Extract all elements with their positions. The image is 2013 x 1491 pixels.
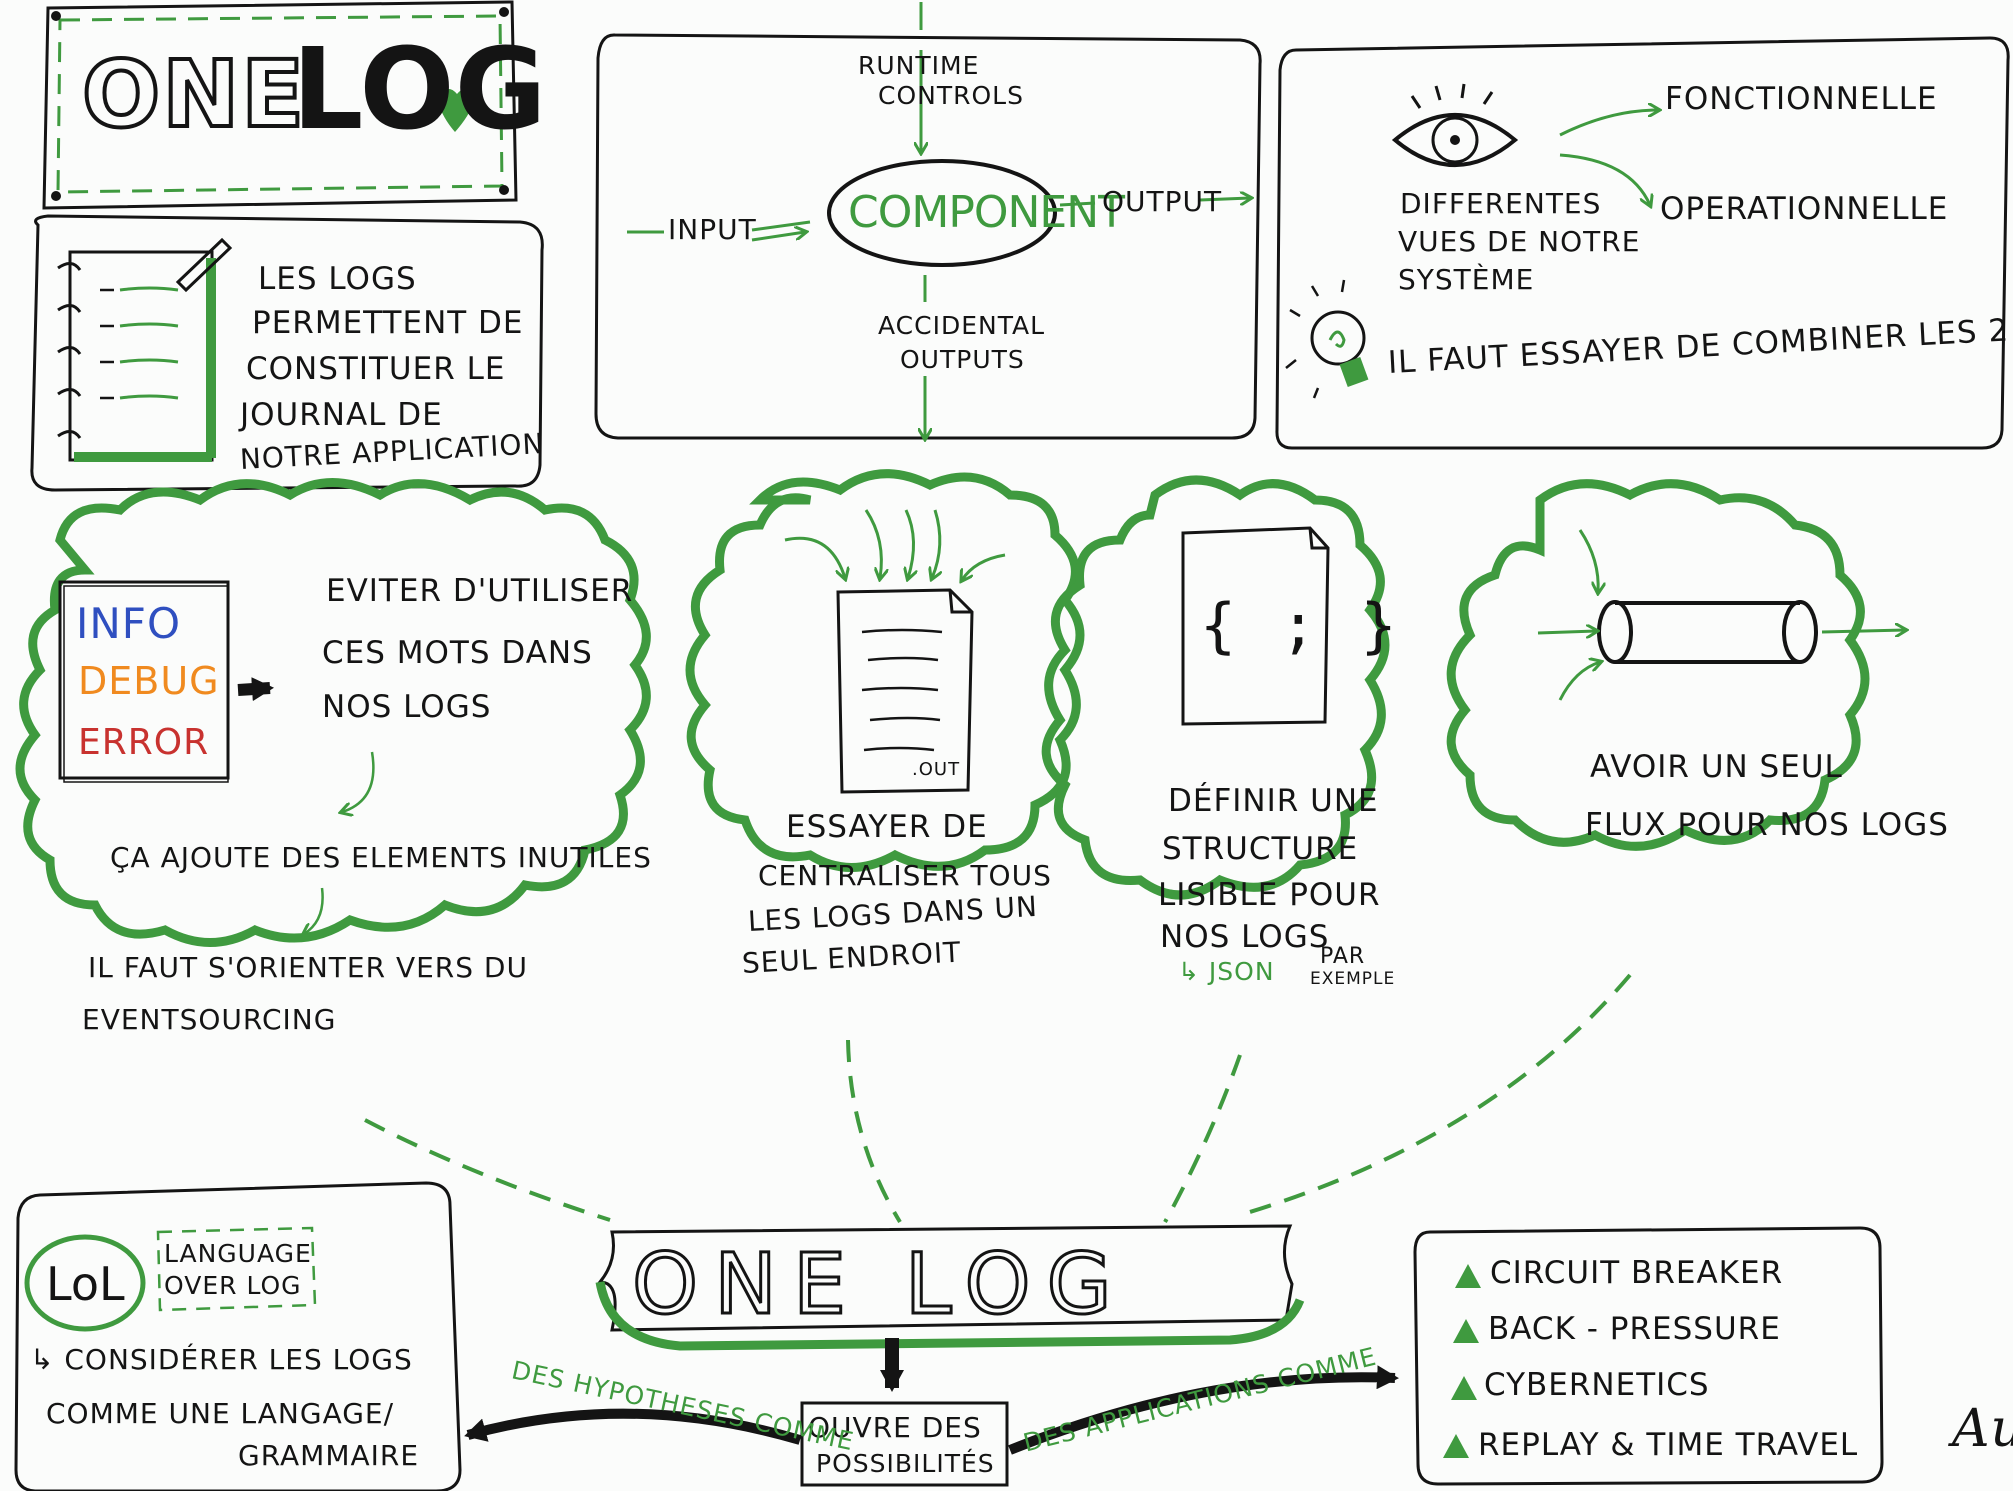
structure-line: LISIBLE POUR [1158,877,1381,913]
journal-box-frame [30,214,544,492]
output-label: OUTPUT [1102,185,1223,218]
title-log: LOG [292,25,547,155]
structure-line: DÉFINIR UNE [1168,783,1379,819]
avoid-line: EVITER D'UTILISER [326,573,634,609]
centralize-cloud-frame [685,469,1085,872]
levels-cloud-frame [15,478,651,947]
journal-line: JOURNAL DE [240,397,443,433]
app-item-cybernetics: CYBERNETICS [1484,1367,1710,1403]
centralize-line: ESSAYER DE [786,809,988,845]
lol-desc-2: COMME UNE LANGAGE/ [46,1397,395,1430]
notebook-icon [57,237,233,462]
heart-icon [437,88,475,132]
eventsourcing-line-2: EVENTSOURCING [82,1003,337,1036]
author-signature: Au [1952,1399,2013,1459]
triangle-bullet-icon [1443,1434,1469,1458]
journal-line: CONSTITUER LE [246,351,506,387]
triangle-bullet-icon [1453,1319,1479,1343]
level-info: INFO [76,599,182,648]
avoid-line: CES MOTS DANS [322,635,593,671]
lol-badge: LoL [46,1257,125,1311]
accidental-label-1: ACCIDENTAL [878,311,1046,340]
views-desc-1: DIFFERENTES [1400,187,1602,220]
opens-line-1: OUVRE DES [808,1411,982,1444]
journal-line: PERMETTENT DE [252,305,524,341]
app-item-circuit-breaker: CIRCUIT BREAKER [1490,1255,1784,1291]
runtime-label-1: RUNTIME [858,51,980,80]
level-debug: DEBUG [78,659,220,703]
eventsourcing-line-1: IL FAUT S'ORIENTER VERS DU [88,951,528,984]
par-label: PAR [1320,944,1366,969]
component-box-frame [594,2,1260,438]
input-label: INPUT [668,213,757,246]
pipe-icon [1597,600,1818,664]
title-one: ONE [80,40,307,150]
dashed-connectors [364,973,1632,1224]
journal-line: LES LOGS [258,261,417,297]
component-label: COMPONENT [848,187,1125,238]
flux-line: FLUX POUR NOS LOGS [1585,807,1949,843]
flux-cloud-frame [1446,479,1905,851]
app-item-replay: REPLAY & TIME TRAVEL [1478,1427,1859,1463]
center-banner-frame [464,1224,1399,1487]
structure-line: NOS LOGS [1160,919,1330,955]
json-example-label: ↳ JSON [1178,957,1275,986]
applications-box-frame [1413,1226,1884,1486]
runtime-label-2: CONTROLS [878,81,1024,110]
structure-cloud-frame [1041,475,1390,900]
flux-line: AVOIR UN SEUL [1590,749,1843,785]
accidental-label-2: OUTPUTS [900,345,1025,374]
lol-box-frame [14,1181,462,1491]
lightbulb-icon [1285,279,1369,399]
views-desc-3: SYSTÈME [1398,263,1535,296]
lol-desc-1: ↳ CONSIDÉRER LES LOGS [30,1343,413,1376]
lol-meaning-1: LANGUAGE [164,1239,312,1268]
json-brace-glyph: { ; } [1200,591,1401,661]
views-desc-2: VUES DE NOTRE [1398,225,1641,258]
useless-text: ÇA AJOUTE DES ELEMENTS INUTILES [110,841,652,874]
triangle-bullet-icon [1455,1264,1481,1288]
app-item-back-pressure: BACK - PRESSURE [1488,1311,1781,1347]
lol-desc-3: GRAMMAIRE [238,1439,420,1472]
log-file-icon [836,588,974,794]
file-ext-label: .OUT [912,759,961,780]
views-box-frame [1275,36,2010,450]
level-error: ERROR [78,722,210,763]
centralize-line: CENTRALISER TOUS [758,859,1052,892]
eye-icon [1391,83,1519,167]
opens-line-2: POSSIBILITÉS [816,1449,995,1478]
triangle-bullet-icon [1451,1376,1477,1400]
exemple-label: EXEMPLE [1310,969,1396,989]
lol-meaning-2: OVER LOG [164,1271,302,1300]
center-banner-label: ONE LOG [631,1234,1128,1333]
fonctionnelle-label: FONCTIONNELLE [1665,81,1938,117]
operationnelle-label: OPERATIONNELLE [1660,191,1949,227]
structure-line: STRUCTURE [1162,831,1359,867]
json-document-icon [1181,526,1330,726]
title-banner-frame [42,0,518,210]
avoid-line: NOS LOGS [322,689,492,725]
